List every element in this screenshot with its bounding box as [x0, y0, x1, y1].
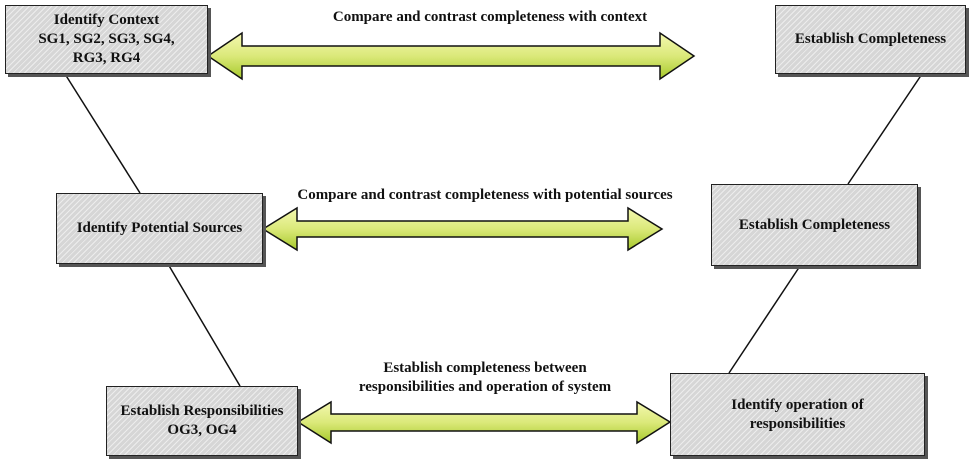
box-identify-context: Identify Context SG1, SG2, SG3, SG4, RG3…: [5, 5, 208, 74]
box-identify-potential-sources-label: Identify Potential Sources: [76, 220, 243, 236]
double-arrow-bottom: [296, 400, 672, 445]
box-identify-context-label: Identify Context SG1, SG2, SG3, SG4, RG3…: [38, 12, 175, 66]
box-establish-completeness-top: Establish Completeness: [775, 5, 966, 74]
arrow-label-top: Compare and contrast completeness with c…: [332, 9, 648, 25]
box-establish-completeness-mid: Establish Completeness: [711, 184, 918, 266]
arrow-label-bottom: Establish completeness between responsib…: [358, 360, 612, 395]
connector-completeness-mid-to-operation: [728, 265, 801, 374]
connector-completeness-top-to-mid: [847, 73, 923, 185]
box-identify-potential-sources: Identify Potential Sources: [56, 193, 263, 264]
connector-sources-to-responsibilities: [167, 263, 241, 387]
box-identify-operation-label: Identify operation of responsibilities: [731, 396, 864, 432]
connector-context-to-sources: [64, 73, 141, 194]
double-arrow-middle: [261, 206, 664, 252]
box-identify-operation: Identify operation of responsibilities: [670, 373, 925, 456]
box-establish-responsibilities: Establish Responsibilities OG3, OG4: [106, 386, 298, 456]
arrow-label-middle: Compare and contrast completeness with p…: [297, 187, 673, 203]
double-arrow-top: [206, 31, 696, 81]
box-establish-completeness-mid-label: Establish Completeness: [738, 216, 891, 233]
box-establish-responsibilities-label: Establish Responsibilities OG3, OG4: [120, 403, 284, 438]
box-establish-completeness-top-label: Establish Completeness: [794, 31, 947, 47]
